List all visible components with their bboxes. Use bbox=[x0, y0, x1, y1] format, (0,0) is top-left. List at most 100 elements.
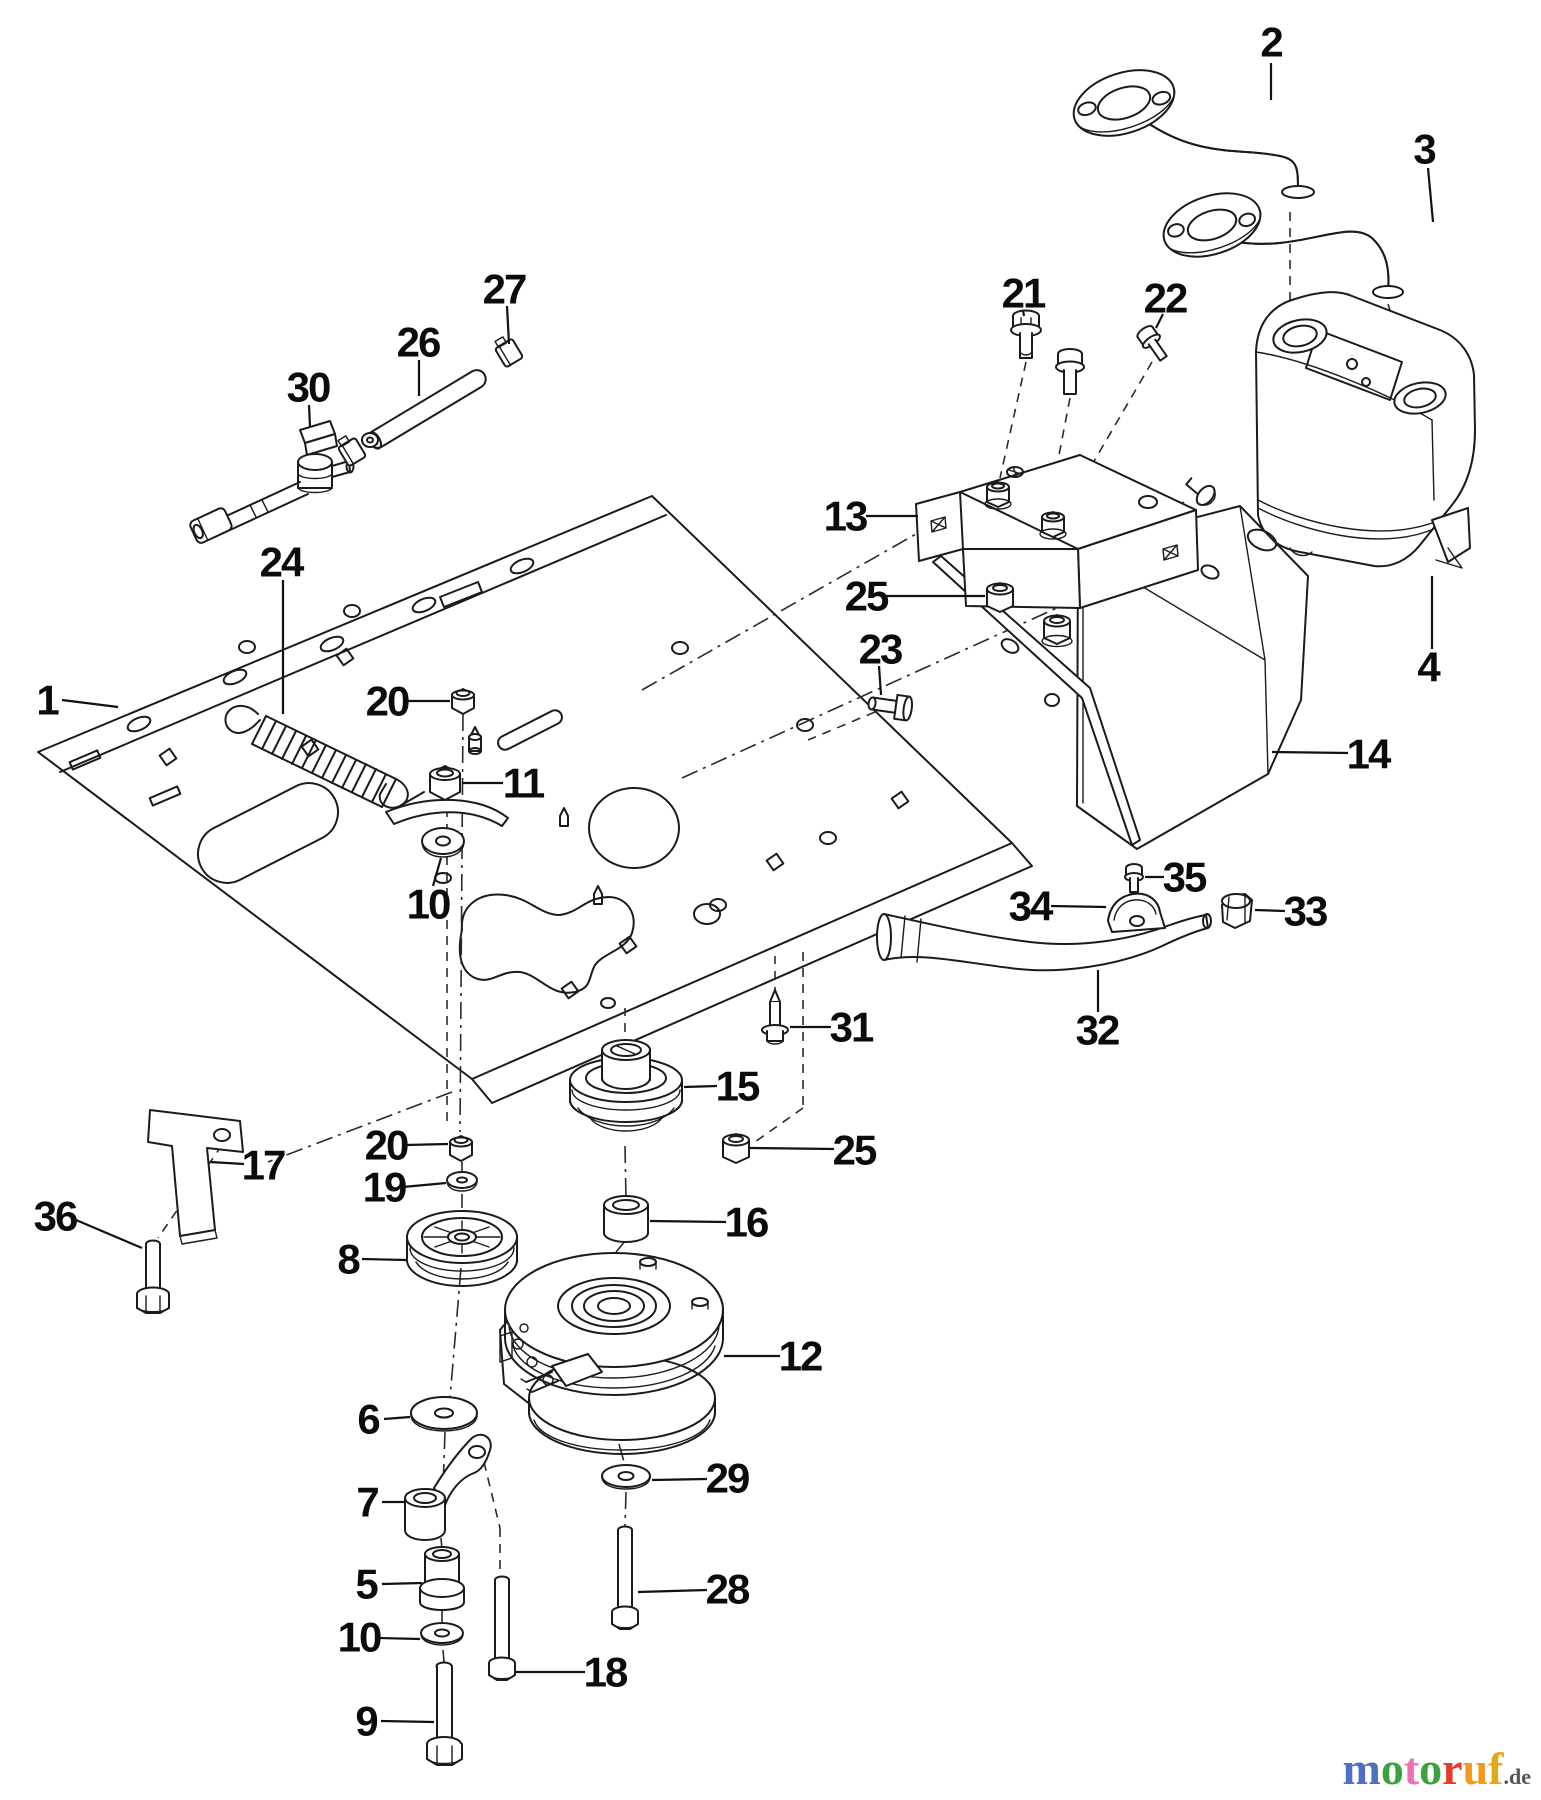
bolt-9 bbox=[427, 1663, 462, 1766]
part-label-18-18: 18 bbox=[584, 1649, 628, 1696]
exhaust-pipe-3 bbox=[1155, 182, 1403, 298]
leader-line-14-14 bbox=[1272, 752, 1348, 753]
logo-letter: o bbox=[1380, 1743, 1404, 1794]
tension-spring bbox=[225, 706, 424, 808]
leader-line-33-35 bbox=[1255, 910, 1285, 911]
part-label-3-2: 3 bbox=[1413, 126, 1435, 173]
part-label-8-7: 8 bbox=[337, 1236, 360, 1283]
part-label-22-23: 22 bbox=[1144, 275, 1187, 322]
guide-bracket-17 bbox=[148, 1110, 243, 1244]
part-label-29-31: 29 bbox=[706, 1455, 749, 1502]
leader-line-20-21 bbox=[406, 1144, 448, 1145]
part-label-16-16: 16 bbox=[725, 1199, 768, 1246]
logo-letter: u bbox=[1462, 1743, 1489, 1794]
stud-pin bbox=[469, 727, 481, 754]
part-label-26-28: 26 bbox=[397, 319, 440, 366]
flange-nut-top-a bbox=[985, 482, 1011, 509]
idler-pulley-8 bbox=[407, 1211, 517, 1286]
part-label-23-24: 23 bbox=[859, 626, 902, 673]
part-label-34-36: 34 bbox=[1009, 883, 1054, 930]
part-label-24-25: 24 bbox=[260, 539, 305, 586]
part-label-5-4: 5 bbox=[355, 1561, 378, 1608]
nut-11 bbox=[430, 766, 460, 800]
leader-line-9-8 bbox=[381, 1721, 434, 1722]
leader-line-5-4 bbox=[382, 1583, 422, 1584]
leader-line-22-23 bbox=[1156, 314, 1163, 328]
flange-nut-top-b bbox=[1040, 512, 1066, 539]
fuel-valve bbox=[189, 421, 354, 544]
logo-letter: f bbox=[1488, 1743, 1504, 1794]
leader-line-28-30 bbox=[638, 1590, 707, 1592]
screw-31 bbox=[762, 990, 788, 1044]
drain-hose bbox=[877, 914, 1211, 970]
part-label-21-22: 21 bbox=[1002, 270, 1046, 317]
logo-letter: r bbox=[1442, 1743, 1463, 1794]
bolt-36 bbox=[137, 1241, 169, 1314]
part-label-20-20: 20 bbox=[366, 678, 409, 725]
leader-line-36-38 bbox=[76, 1220, 142, 1248]
part-label-4-3: 4 bbox=[1417, 644, 1441, 691]
cam-lever bbox=[386, 800, 508, 826]
bolt-21 bbox=[1011, 311, 1041, 359]
carriage-bolt bbox=[1182, 473, 1220, 510]
part-label-6-5: 6 bbox=[357, 1396, 379, 1443]
part-label-25-27: 25 bbox=[833, 1127, 877, 1174]
part-label-13-13: 13 bbox=[824, 493, 867, 540]
muffler-bracket bbox=[916, 455, 1198, 608]
leader-line-10-10 bbox=[379, 1638, 420, 1639]
leader-line-10-9 bbox=[433, 858, 441, 886]
bolt-21b bbox=[1056, 349, 1084, 394]
leader-line-21-22 bbox=[1023, 310, 1024, 316]
washer-19 bbox=[447, 1172, 477, 1191]
screw-35 bbox=[1125, 864, 1143, 894]
engine-plate bbox=[38, 496, 1032, 1103]
part-label-11-11: 11 bbox=[503, 760, 545, 807]
leader-line-3-2 bbox=[1428, 168, 1433, 222]
part-label-35-37: 35 bbox=[1163, 854, 1207, 901]
leader-line-8-7 bbox=[362, 1259, 406, 1260]
leader-line-17-17 bbox=[210, 1162, 244, 1164]
spacer-16 bbox=[604, 1196, 648, 1242]
motoruf-logo: motoruf.de bbox=[1343, 1746, 1532, 1792]
leader-line-23-24 bbox=[879, 666, 881, 695]
washer-29 bbox=[602, 1465, 650, 1489]
bolt-18 bbox=[489, 1577, 515, 1681]
muffler bbox=[1256, 292, 1475, 568]
leader-line-15-15 bbox=[684, 1086, 717, 1087]
flange-nut-lower bbox=[1042, 615, 1072, 647]
part-label-2-1: 2 bbox=[1260, 19, 1282, 66]
part-label-15-15: 15 bbox=[716, 1063, 760, 1110]
part-label-14-14: 14 bbox=[1347, 731, 1392, 778]
leader-line-34-36 bbox=[1051, 906, 1106, 907]
electric-clutch bbox=[500, 1253, 723, 1454]
part-label-19-19: 19 bbox=[363, 1164, 406, 1211]
screw-22 bbox=[1135, 323, 1172, 364]
logo-letter: o bbox=[1419, 1743, 1443, 1794]
leader-line-6-5 bbox=[384, 1417, 410, 1419]
leader-line-19-19 bbox=[403, 1183, 446, 1187]
logo-suffix: .de bbox=[1503, 1764, 1532, 1789]
fuel-line-tube bbox=[335, 367, 489, 467]
part-label-28-30: 28 bbox=[706, 1566, 750, 1613]
heat-shield bbox=[933, 506, 1308, 849]
part-label-1-0: 1 bbox=[36, 677, 59, 724]
p-clamp-34 bbox=[1108, 894, 1165, 932]
bolt-23 bbox=[867, 691, 913, 721]
leader-line-29-31 bbox=[652, 1479, 707, 1480]
part-label-10-10: 10 bbox=[338, 1614, 381, 1661]
part-label-31-33: 31 bbox=[830, 1004, 874, 1051]
logo-letter: m bbox=[1342, 1743, 1381, 1794]
crank-pulley-15 bbox=[570, 1040, 682, 1131]
part-label-30-32: 30 bbox=[287, 364, 330, 411]
exhaust-pipe-2 bbox=[1065, 58, 1314, 198]
part-label-32-34: 32 bbox=[1076, 1007, 1119, 1054]
part-label-9-8: 9 bbox=[355, 1698, 377, 1745]
bolt-28 bbox=[612, 1527, 638, 1630]
part-label-12-12: 12 bbox=[779, 1333, 822, 1380]
cap-nut-33 bbox=[1222, 894, 1252, 928]
idler-arm-7 bbox=[405, 1435, 491, 1540]
part-label-27-29: 27 bbox=[483, 266, 526, 313]
